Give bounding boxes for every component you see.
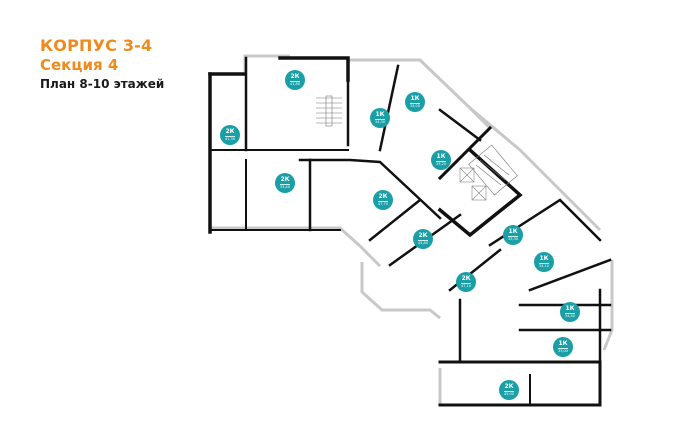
building-title: КОРПУС 3-4: [40, 36, 153, 55]
balcony: [360, 262, 441, 320]
balcony: [210, 226, 382, 268]
section-title: Секция 4: [40, 56, 119, 74]
staircase-west: [316, 95, 342, 127]
balcony: [602, 260, 614, 351]
balcony: [469, 106, 602, 232]
walls: [208, 56, 612, 407]
floors-subtitle: План 8-10 этажей: [40, 77, 165, 91]
staircase-core: [468, 144, 518, 196]
elevators: [459, 167, 487, 201]
